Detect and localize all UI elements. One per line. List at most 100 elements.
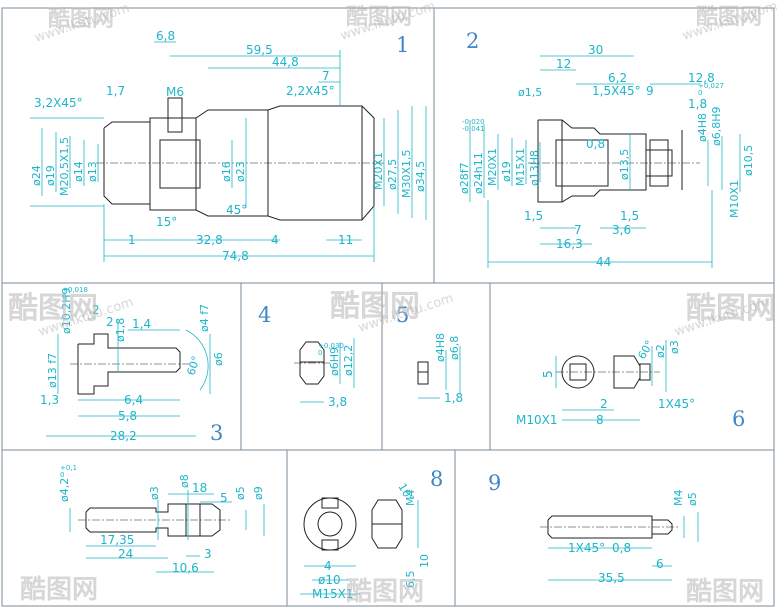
dia-12-2: ø12,2 [342,345,355,376]
dim-3-2x45: 3,2X45° [34,96,83,110]
dia-24h11: ø24h11 [472,152,485,194]
dia-19: ø19 [44,165,57,186]
dim-7: 7 [574,223,582,237]
dim-3: 3 [204,547,212,561]
panel-number-5: 5 [396,303,409,327]
thread-m30x1-5: M30X1,5 [400,149,413,198]
dim-10-6: 10,6 [172,561,199,575]
dim-9: 9 [646,84,654,98]
tol-p2-t1b: -0,041 [462,125,485,133]
tol-p3-t1b: 0 [62,293,66,301]
dim-1-5x45: 1,5X45° [592,84,641,98]
dim-60deg: 60° [184,354,202,377]
dim-1-5a: 1,5 [524,209,543,223]
dia-13: ø13 [86,161,99,182]
panel-number-9: 9 [488,471,501,495]
dim-1-4: 1,4 [132,317,151,331]
thread-m20-5x1-5: M20,5X1,5 [58,137,71,196]
dim-1-5b: 1,5 [620,209,639,223]
part-outline-2 [528,119,700,203]
tol-p4-t1a: +0,030 [318,342,344,350]
dia-10-5: ø10,5 [742,145,755,176]
dia-4h8: ø4H8 [434,333,447,362]
dimension-lines-1 [30,41,427,262]
dimension-lines-2 [469,55,741,268]
panel-number-3: 3 [210,421,223,445]
dim-59-5: 59,5 [246,43,273,57]
panel-4-nut: 4 3,8 +0,030 0 ø6H9 ø12,2 [258,303,355,409]
dim-18: 18 [192,481,207,495]
part-outline-3 [70,329,209,395]
dimension-lines-8 [300,500,419,595]
panel-number-8: 8 [430,467,443,491]
part-outline-1 [96,97,384,221]
dim-11: 11 [338,233,353,247]
dimension-lines-5 [418,346,461,399]
watermark-brand-4: 酷图网 [8,291,98,326]
panel-1-sleeve: 1 [30,29,427,263]
part-outline-4 [294,341,330,385]
dimension-lines-6 [555,340,667,421]
panel-9-rod: 9 1X45° 0,8 6 35,5 M4 ø5 [488,471,699,585]
dia-4-2: ø4,2 [58,478,71,502]
tol-p7-t1b: 0 [60,471,64,479]
dia-4h8: ø4H8 [696,113,709,142]
dia-14: ø14 [72,161,85,182]
dia-1-8: ø1,8 [114,318,127,342]
dim-1x45: 1X45° [658,397,695,411]
thread-m6: M6 [166,85,184,99]
dia-24: ø24 [30,165,43,186]
watermark-brand-8: 酷图网 [346,577,424,607]
dim-15deg: 15° [156,215,177,229]
dim-2a: 2 [92,303,100,317]
dim-10: 10 [418,554,431,568]
panel-5-washer: 5 1,8 ø4H8 ø6,8 [396,303,463,405]
dim-1-3: 1,3 [40,393,59,407]
watermark-brand-6: 酷图网 [686,291,776,326]
panel-number-2: 2 [466,29,479,53]
dia-6: ø6 [212,352,225,366]
dia-1-5: ø1,5 [518,86,542,99]
dim-5-8: 5,8 [118,409,137,423]
dia-16: ø16 [220,161,233,182]
panel-number-4: 4 [258,303,271,327]
dim-3-8: 3,8 [328,395,347,409]
dia-10: ø10 [318,573,341,587]
dia-6h9: ø6H9 [328,347,341,376]
dim-45deg: 45° [226,203,247,217]
dim-1-7: 1,7 [106,84,125,98]
dim-7: 7 [322,69,330,83]
part-outline-7 [78,503,232,537]
dia-34-5: ø34,5 [414,161,427,192]
tol-p2-t2b: 0 [698,89,702,97]
dim-44-8: 44,8 [272,55,299,69]
dim-30: 30 [588,43,603,57]
dia-23: ø23 [234,161,247,182]
panel-3-pin: 3 2 2 ø1,8 1,4 1,3 6,4 5,8 28,2 60° ø10,… [40,286,225,445]
dim-6-2: 6,2 [608,71,627,85]
panel-number-1: 1 [396,33,409,57]
thread-m20x1: M20X1 [486,148,499,186]
dim-44: 44 [596,255,611,269]
part-outline-5 [417,361,429,385]
panel-2-body: 2 [458,29,755,269]
dia-6-8: ø6,8 [448,336,461,360]
dim-28-2: 28,2 [110,429,137,443]
thread-m10x1: M10X1 [728,180,741,218]
tol-p4-t1b: 0 [318,349,322,357]
dia-9: ø9 [252,486,265,500]
dia-13-5: ø13,5 [618,149,631,180]
dim-3-6: 3,6 [612,223,631,237]
dim-6: 6 [656,557,664,571]
dim-35-5: 35,5 [598,571,625,585]
part-outline-8 [303,497,403,551]
dia-2: ø2 [654,344,667,358]
watermark-brand-7: 酷图网 [20,575,98,605]
dia-8: ø8 [178,474,191,488]
thread-m4: M4 [404,490,417,507]
watermark-brand-1: 酷图网 [48,7,114,32]
dimension-lines-9 [548,512,699,581]
tol-p2-t2a: +0,027 [698,82,724,90]
dia-19: ø19 [500,161,513,182]
dim-5: 5 [220,491,228,505]
